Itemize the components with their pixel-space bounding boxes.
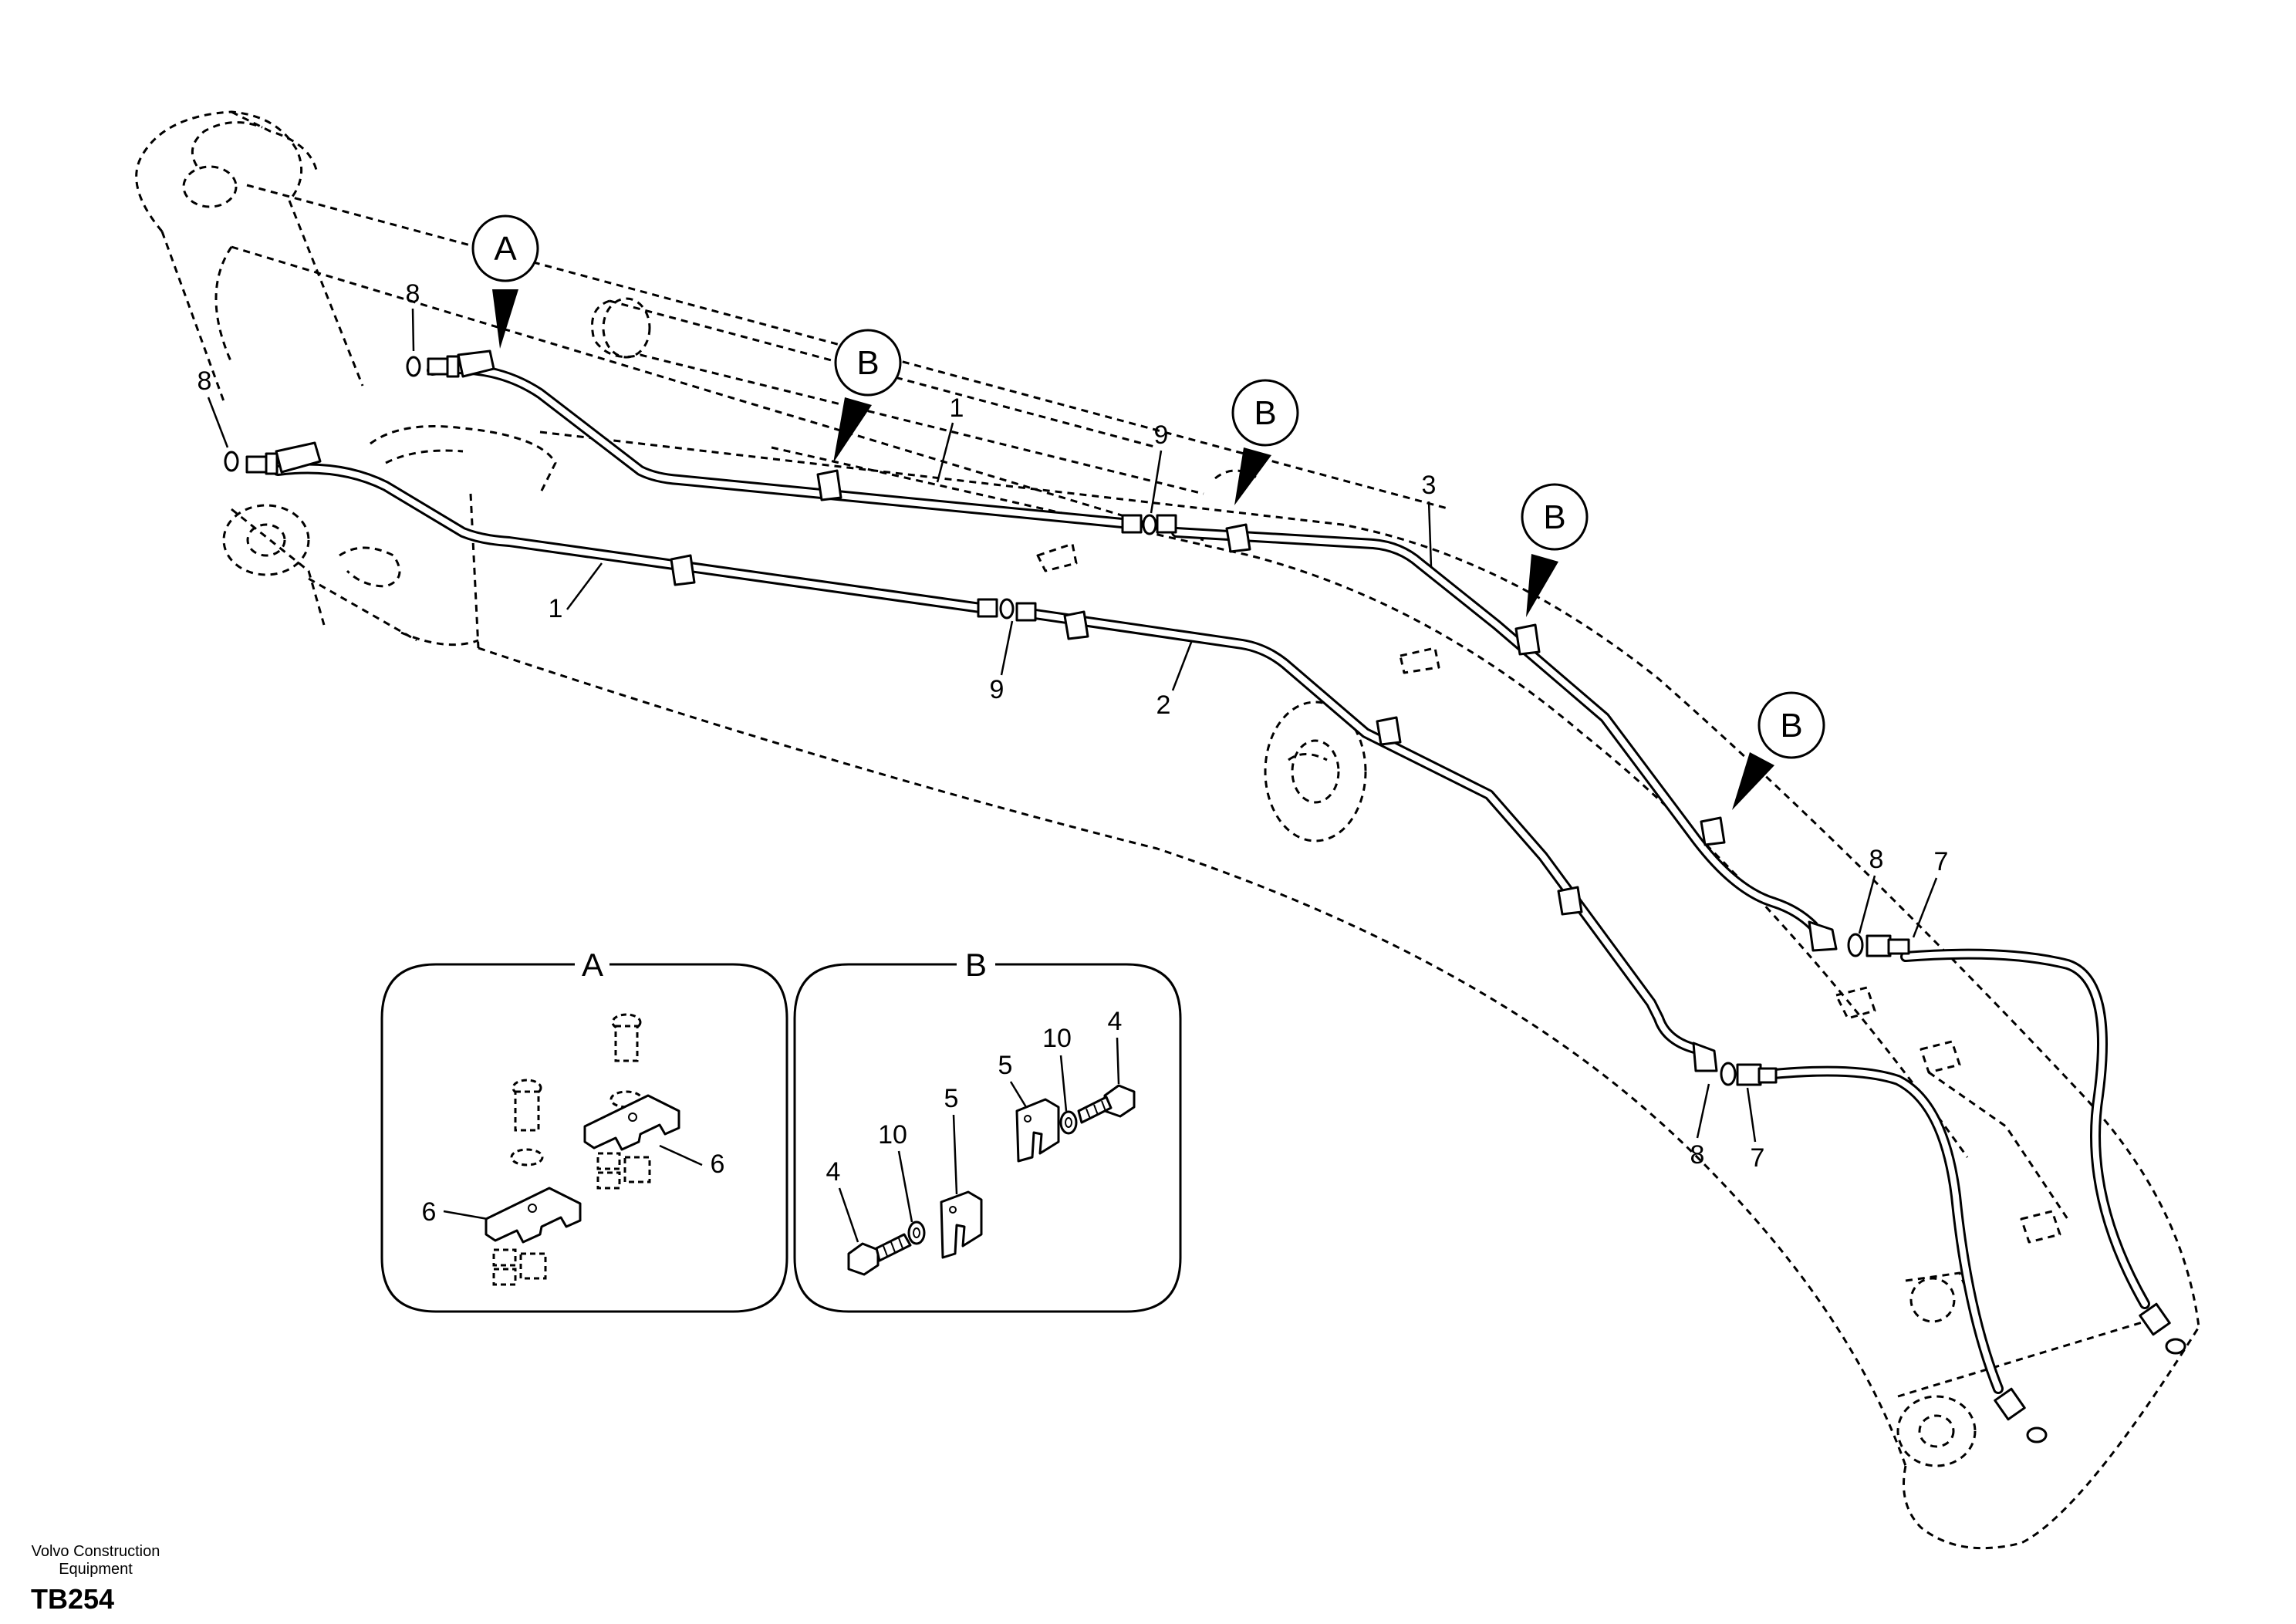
drawing-code: TB254	[31, 1583, 114, 1615]
callout-1: 1	[950, 393, 964, 423]
callout-4: 4	[1108, 1007, 1123, 1036]
callout-3: 3	[1422, 471, 1437, 500]
callouts: 8 8 1 9 3 1 9 2 8 7 8 7	[198, 279, 1949, 1173]
callout-10: 10	[878, 1120, 907, 1150]
view-marker-b-1: B	[833, 329, 902, 463]
callout-8: 8	[1869, 845, 1884, 874]
callout-8: 8	[406, 279, 420, 309]
view-marker-b-2: B	[1231, 379, 1299, 505]
callout-2: 2	[1156, 690, 1171, 720]
company-line-2: Equipment	[59, 1561, 133, 1578]
svg-text:B: B	[856, 344, 879, 382]
callout-10: 10	[1042, 1024, 1072, 1053]
callout-5: 5	[944, 1084, 959, 1113]
view-marker-a: A	[471, 214, 539, 349]
callout-1: 1	[549, 594, 563, 623]
hydraulic-pipes	[272, 363, 2150, 1394]
detail-title-b: B	[965, 947, 987, 983]
detail-title-a: A	[582, 947, 603, 983]
callout-4: 4	[826, 1157, 841, 1187]
svg-text:B: B	[1254, 394, 1276, 432]
view-marker-b-4: B	[1732, 691, 1825, 810]
svg-text:A: A	[494, 230, 517, 268]
callout-7: 7	[1751, 1143, 1765, 1173]
footer: Volvo Construction Equipment TB254	[31, 1543, 160, 1615]
callout-6: 6	[422, 1197, 437, 1227]
company-line-1: Volvo Construction	[32, 1543, 160, 1560]
callout-8: 8	[1690, 1140, 1705, 1170]
callout-5: 5	[998, 1051, 1013, 1080]
detail-box-a: A 6 6	[380, 947, 788, 1313]
callout-8: 8	[198, 366, 212, 396]
view-marker-b-3: B	[1521, 483, 1589, 617]
callout-9: 9	[990, 675, 1004, 704]
callout-9: 9	[1154, 420, 1169, 450]
svg-text:B: B	[1780, 707, 1802, 744]
callout-6: 6	[711, 1150, 725, 1179]
detail-box-b: B 4 10 5 5 10 4	[793, 947, 1182, 1313]
boom-outline	[135, 110, 2200, 1550]
fittings	[224, 349, 2186, 1443]
svg-text:B: B	[1543, 498, 1565, 536]
callout-7: 7	[1934, 847, 1949, 876]
